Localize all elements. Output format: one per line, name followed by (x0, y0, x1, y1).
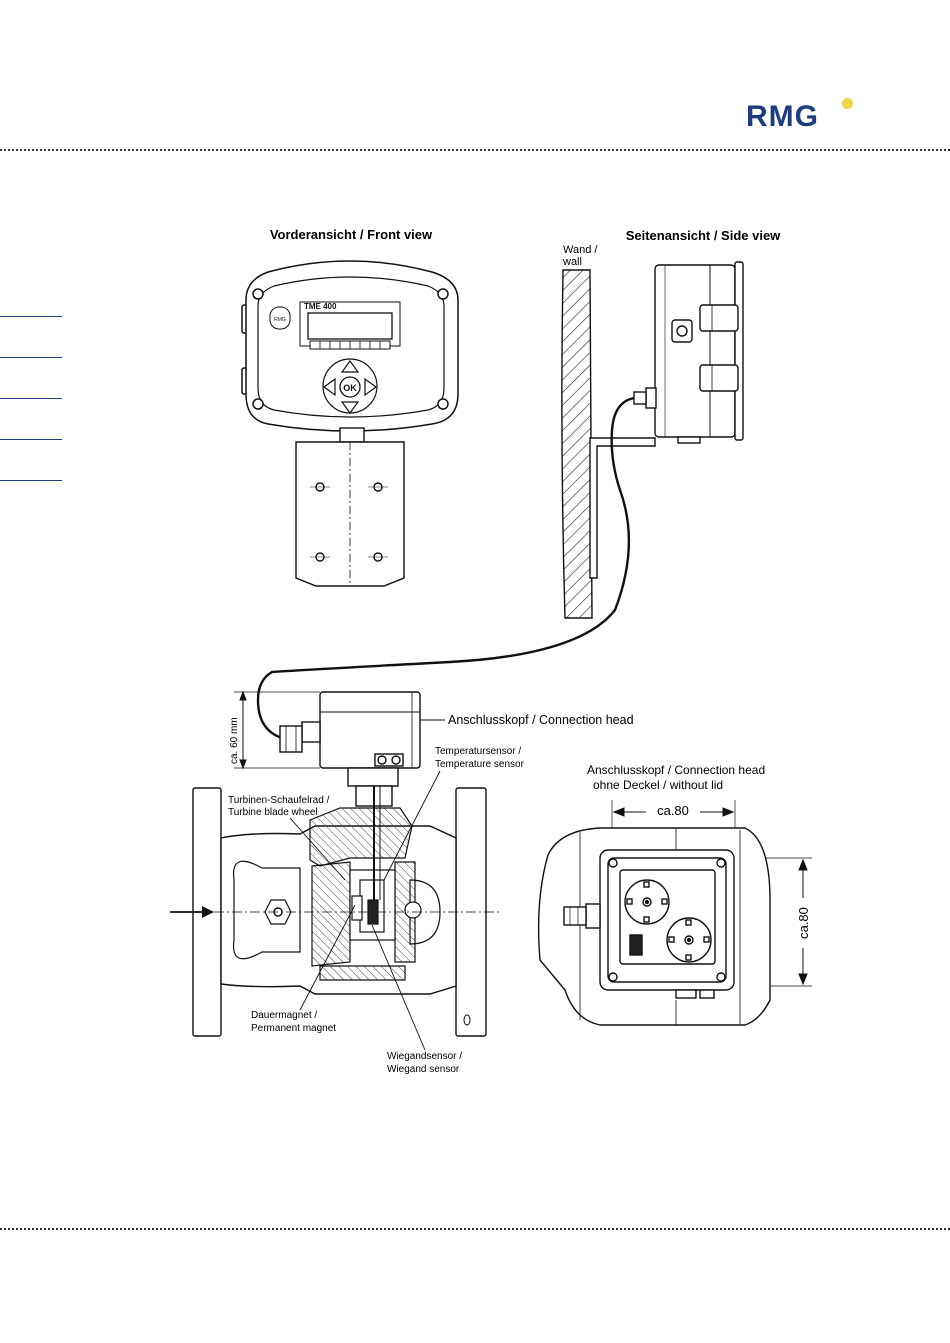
wall (561, 269, 593, 619)
margin-mark (0, 357, 62, 358)
margin-mark (0, 398, 62, 399)
temp-sensor-label-en: Temperature sensor (435, 759, 525, 770)
device-logo-label: RMG (274, 317, 286, 323)
arrow-up-icon (340, 359, 360, 373)
rmg-logo: RMG (746, 98, 853, 134)
connection-head-open (537, 827, 771, 1026)
margin-mark (0, 439, 62, 440)
flow-direction-arrow-icon (170, 906, 214, 918)
dimension-width-label: ca.80 (657, 803, 689, 818)
connection-head-label: Anschlusskopf / Connection head (448, 713, 634, 727)
dimension-side-height-label: ca.80 (796, 907, 811, 939)
drain-hole (463, 1014, 471, 1026)
turbine-section (309, 786, 422, 981)
turbine-label-en: Turbine blade wheel (228, 807, 318, 818)
arrow-right-icon (364, 377, 378, 397)
device-model-label: TME 400 (304, 302, 337, 311)
wall-label-de: Wand / (563, 244, 598, 256)
magnet-label-en: Permanent magnet (251, 1023, 336, 1034)
dimension-height-label: ca. 60 mm (229, 717, 240, 764)
leader-line (383, 770, 441, 881)
wall-label-en: wall (562, 256, 582, 268)
leader-line (289, 817, 346, 881)
arrow-down-icon (340, 401, 360, 415)
ok-button-label: OK (343, 383, 357, 393)
side-view-device (589, 261, 744, 579)
margin-mark (0, 316, 62, 317)
connection-cable (256, 396, 635, 740)
leader-line (299, 904, 356, 1011)
leader-line (371, 924, 426, 1051)
temp-sensor-label-de: Temperatursensor / (435, 746, 521, 757)
head-no-lid-label-2: ohne Deckel / without lid (593, 778, 723, 792)
front-view-title: Vorderansicht / Front view (270, 227, 433, 242)
logo-dot-icon (842, 98, 853, 109)
ok-button (339, 376, 361, 398)
magnet-label-de: Dauermagnet / (251, 1010, 317, 1021)
wiegand-label-en: Wiegand sensor (387, 1064, 460, 1075)
head-no-lid-label-1: Anschlusskopf / Connection head (587, 763, 765, 777)
margin-mark (0, 480, 62, 481)
footer-divider (0, 1228, 950, 1230)
keypad: OK (322, 359, 378, 415)
side-view-title: Seitenansicht / Side view (626, 228, 781, 243)
front-view-device (241, 260, 459, 432)
logo-text: RMG (746, 100, 819, 133)
mounting-bracket (295, 427, 405, 587)
turbine-label-de: Turbinen-Schaufelrad / (228, 795, 330, 806)
connection-head-closed (279, 691, 421, 769)
wiegand-label-de: Wiegandsensor / (387, 1051, 462, 1062)
dimension-height (234, 690, 320, 770)
arrow-left-icon (322, 377, 336, 397)
header-divider (0, 149, 950, 151)
